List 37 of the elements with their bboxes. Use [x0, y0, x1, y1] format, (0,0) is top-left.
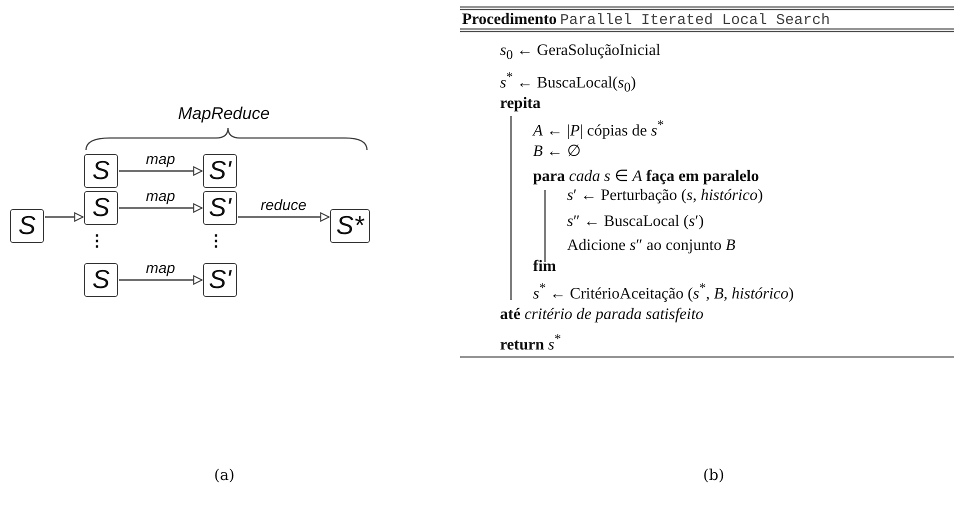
edge-label: map	[144, 151, 176, 168]
code-line: s′ ← Perturbação (s, histórico)	[567, 187, 763, 205]
arrow	[119, 275, 203, 285]
procedure-name: Parallel Iterated Local Search	[560, 12, 830, 29]
code-line: para cada s ∈ A faça em paralelo	[533, 167, 759, 186]
symbol-box: S*	[330, 209, 370, 243]
caption-label: (b)	[703, 466, 724, 484]
arrow	[119, 166, 203, 176]
symbol-box: S	[84, 191, 118, 225]
code-line: A ← |P| cópias de s$^{*}$	[533, 117, 664, 140]
symbol-box: S	[84, 263, 118, 297]
brace-label: MapReduce	[178, 104, 270, 124]
arrow	[119, 203, 203, 213]
ellipsis: ⋮	[208, 232, 224, 251]
edge-label: reduce	[260, 197, 308, 214]
code-line: até critério de parada satisfeito	[500, 306, 704, 324]
symbol-box: S'	[203, 263, 237, 297]
arrow	[45, 212, 84, 222]
edge-label: map	[144, 260, 176, 277]
ellipsis: ⋮	[89, 232, 105, 251]
edge-label: map	[144, 188, 176, 205]
keyword: fim	[533, 258, 556, 276]
code-line: s$^{*}$ ← CritérioAceitação (s$^{*}$, B, histórico)	[533, 280, 794, 304]
code-line: B ← ∅	[533, 142, 581, 161]
code-line: Adicione s″ ao conjunto B	[567, 237, 736, 255]
keyword: repita	[500, 95, 541, 113]
symbol-box: S'	[203, 154, 237, 188]
symbol-box: S	[10, 209, 44, 243]
keyword: Procedimento	[462, 11, 557, 29]
arrow	[238, 212, 330, 222]
caption-label: (a)	[214, 466, 235, 484]
symbol-box: S	[84, 154, 118, 188]
code-line: s$^{*}$ ← BuscaLocal(s$_{0}$)	[500, 69, 636, 96]
code-line: s″ ← BuscaLocal (s′)	[567, 213, 704, 231]
code-line: return s$^{*}$	[500, 331, 562, 354]
code-line: s$_{0}$ ← GeraSoluçãoInicial	[500, 42, 660, 64]
symbol-box: S'	[203, 191, 237, 225]
